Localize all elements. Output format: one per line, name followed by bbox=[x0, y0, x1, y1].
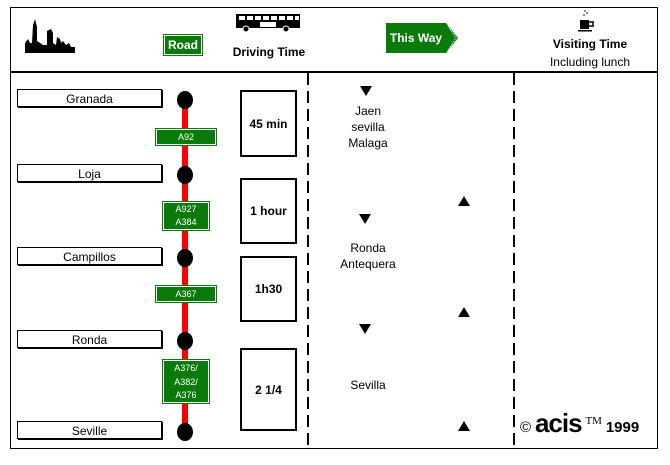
triangle-down-icon bbox=[360, 86, 372, 96]
route-stop-node bbox=[177, 249, 193, 267]
coffee-cup-icon bbox=[578, 10, 594, 32]
driving-time-header: Driving Time bbox=[232, 45, 306, 59]
road-sign-a92: A92 bbox=[155, 128, 217, 146]
driving-time-box: 45 min bbox=[240, 90, 297, 157]
triangle-up-icon bbox=[458, 196, 470, 206]
direction-destinations: Sevilla bbox=[308, 377, 428, 393]
destination-name: Ronda bbox=[350, 241, 386, 255]
triangle-up-icon bbox=[458, 421, 470, 431]
road-number: A382/ bbox=[174, 376, 198, 387]
town-box-seville: Seville bbox=[17, 421, 162, 439]
destination-name: Antequera bbox=[340, 257, 396, 271]
this-way-label: This Way bbox=[389, 31, 443, 45]
driving-time-box: 1h30 bbox=[240, 256, 297, 322]
direction-destinations: Jaen sevilla Malaga bbox=[308, 103, 428, 151]
destination-name: Malaga bbox=[348, 136, 388, 150]
road-number: A376 bbox=[175, 390, 197, 400]
road-number: A384 bbox=[175, 217, 197, 227]
triangle-down-icon bbox=[359, 214, 371, 224]
trademark-symbol: TM bbox=[585, 415, 602, 427]
road-number: A92 bbox=[177, 132, 194, 142]
route-stop-node bbox=[177, 332, 193, 350]
driving-time-box: 1 hour bbox=[240, 178, 297, 244]
column-divider-right bbox=[513, 73, 515, 449]
road-number: A367 bbox=[175, 289, 197, 299]
road-sign-a376-a382-a376: A376/ A382/ A376 bbox=[162, 359, 210, 404]
bus-icon bbox=[236, 14, 300, 33]
road-sign-a367: A367 bbox=[155, 285, 217, 303]
road-number: A376/ bbox=[174, 363, 198, 373]
arrow-right-icon bbox=[386, 23, 458, 53]
destination-name: Sevilla bbox=[350, 378, 386, 392]
driving-time-box: 2 1/4 bbox=[240, 348, 297, 431]
road-sign-a927-a384: A927 A384 bbox=[162, 201, 210, 231]
town-box-granada: Granada bbox=[17, 89, 162, 107]
route-stop-node bbox=[177, 423, 193, 441]
copyright-symbol: © bbox=[520, 419, 532, 436]
this-way-sign: This Way bbox=[386, 23, 460, 53]
road-badge: Road bbox=[163, 34, 203, 56]
town-box-campillos: Campillos bbox=[17, 247, 162, 265]
route-stop-node bbox=[177, 166, 193, 184]
route-stop-node bbox=[177, 91, 193, 109]
triangle-up-icon bbox=[458, 307, 470, 317]
triangle-down-icon bbox=[359, 324, 371, 334]
town-box-ronda: Ronda bbox=[17, 330, 162, 348]
road-number: A927 bbox=[175, 204, 197, 214]
destination-name: sevilla bbox=[351, 120, 385, 134]
brand-logo: acis bbox=[534, 408, 583, 438]
destination-name: Jaen bbox=[354, 104, 382, 118]
direction-destinations: Ronda Antequera bbox=[308, 240, 428, 272]
copyright-year: 1999 bbox=[605, 419, 640, 436]
visiting-time-subheader: Including lunch bbox=[549, 55, 631, 69]
column-divider-left bbox=[307, 73, 309, 449]
diagram-frame bbox=[10, 7, 658, 449]
copyright-notice: © acis TM 1999 bbox=[520, 408, 639, 439]
town-box-loja: Loja bbox=[17, 164, 162, 182]
visiting-time-header: Visiting Time bbox=[552, 37, 628, 51]
header-divider bbox=[10, 71, 658, 73]
city-skyline-icon bbox=[25, 19, 75, 53]
